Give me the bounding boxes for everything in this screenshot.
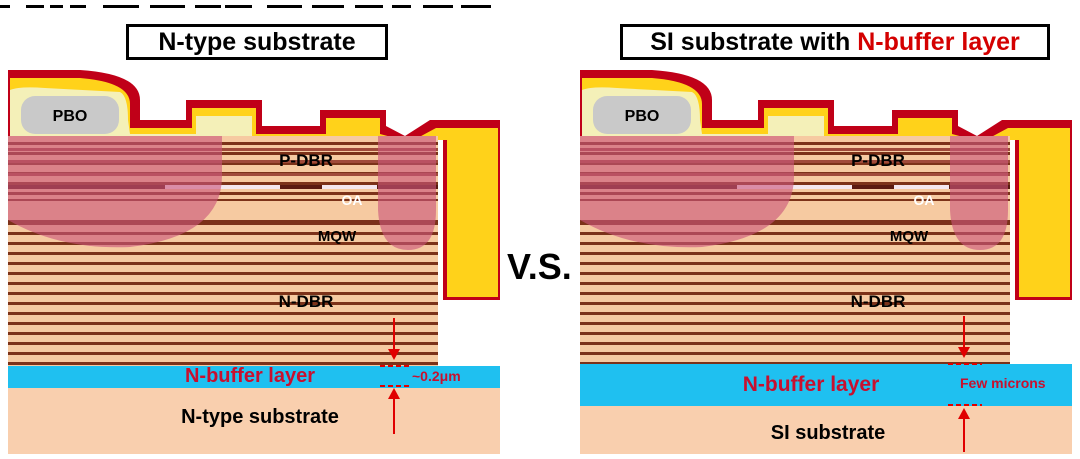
- p-dbr-stripe: [580, 173, 1010, 176]
- right-panel-caption: SI substrate with N-buffer layer: [620, 24, 1050, 60]
- si-substrate: [580, 406, 1072, 454]
- right-implant-region: [950, 136, 1008, 250]
- right-vcsel-cross-section: PBO P-DBR OA MQW N-DBR N-buffer layer SI…: [580, 70, 1072, 454]
- p-dbr-label: P-DBR: [851, 151, 905, 170]
- mqw-label: MQW: [890, 228, 929, 245]
- thickness-label: ~0.2μm: [412, 368, 461, 384]
- right-caption-highlight: N-buffer layer: [857, 28, 1020, 56]
- right-caption-text: SI substrate with: [650, 28, 858, 56]
- n-type-substrate: [8, 388, 500, 454]
- p-dbr-stripe: [580, 148, 1010, 151]
- oxide-aperture-opening: [322, 185, 377, 189]
- n-dbr-label: N-DBR: [279, 292, 334, 311]
- substrate-label: N-type substrate: [181, 406, 339, 428]
- n-dbr-label: N-DBR: [851, 292, 906, 311]
- substrate-label: SI substrate: [771, 422, 885, 444]
- pbo-label: PBO: [625, 108, 660, 125]
- gold-contact-layer: [10, 78, 498, 297]
- thickness-annotation: [380, 318, 412, 434]
- n-buffer-layer: [8, 366, 500, 388]
- pbo-label: PBO: [53, 108, 88, 125]
- oa-label: OA: [914, 192, 935, 208]
- left-vcsel-cross-section: PBO P-DBR OA MQW N-DBR N-buffer layer N-…: [8, 70, 500, 454]
- p-dbr-stripe: [8, 173, 438, 176]
- oxide-aperture-opening: [165, 185, 280, 189]
- pbo-block: [21, 96, 119, 134]
- right-implant-region: [378, 136, 436, 250]
- thickness-label: Few microns: [960, 375, 1046, 391]
- n-buffer-label: N-buffer layer: [185, 365, 315, 387]
- p-dbr-stripe: [8, 160, 438, 163]
- pbo-block: [593, 96, 691, 134]
- p-dbr-stripe: [8, 148, 438, 151]
- thickness-annotation: [948, 316, 982, 452]
- gold-contact-layer: [582, 78, 1070, 297]
- mqw-label: MQW: [318, 228, 357, 245]
- p-dbr-label: P-DBR: [279, 151, 333, 170]
- left-implant-region: [580, 136, 794, 248]
- left-implant-region: [8, 136, 222, 248]
- p-dbr-stripe: [580, 160, 1010, 163]
- oxide-aperture-opening: [737, 185, 852, 189]
- cropped-top-text: [0, 0, 520, 8]
- n-buffer-layer: [580, 364, 1072, 406]
- left-caption-text: N-type substrate: [158, 28, 356, 56]
- left-panel-caption: N-type substrate: [126, 24, 388, 60]
- n-buffer-label: N-buffer layer: [743, 373, 880, 396]
- versus-label: V.S.: [507, 246, 572, 287]
- oxide-aperture-opening: [894, 185, 949, 189]
- oa-label: OA: [342, 192, 363, 208]
